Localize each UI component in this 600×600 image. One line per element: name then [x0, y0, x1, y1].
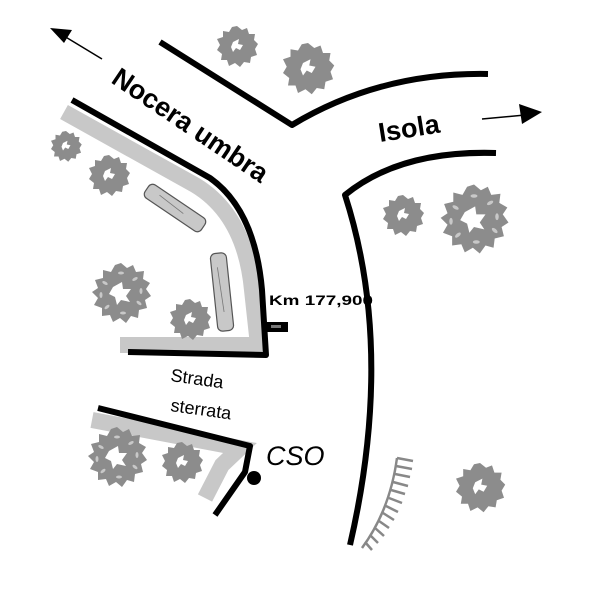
- label-sterrata: sterrata: [169, 395, 233, 423]
- tree: [88, 427, 147, 487]
- label-strada: Strada: [169, 365, 225, 392]
- tree: [440, 184, 509, 254]
- road-lower-edge: [97, 405, 253, 517]
- dirt-road-upper: [60, 105, 266, 353]
- tree: [283, 43, 335, 95]
- road-left-edge: [70, 97, 269, 358]
- tree: [170, 299, 211, 340]
- embankment-hatch: [360, 456, 414, 551]
- tree: [456, 463, 506, 513]
- tree: [92, 263, 151, 323]
- label-cso: CSO: [266, 441, 325, 471]
- road-right-edge: [342, 149, 497, 546]
- cso-point[interactable]: [247, 471, 261, 485]
- tree: [383, 195, 424, 236]
- label-isola: Isola: [376, 109, 442, 148]
- log-1: [143, 183, 207, 233]
- tree: [51, 131, 82, 162]
- tree: [162, 442, 203, 483]
- log-2: [209, 252, 235, 332]
- tree: [89, 155, 130, 196]
- arrow-isola-icon: [481, 104, 542, 124]
- label-km-177900: Km 177,900: [269, 292, 373, 308]
- road-top-left-edge: [158, 39, 489, 128]
- arrow-nocera-umbra-icon: [50, 28, 103, 60]
- dirt-road-lower: [90, 412, 257, 502]
- tree: [217, 26, 258, 67]
